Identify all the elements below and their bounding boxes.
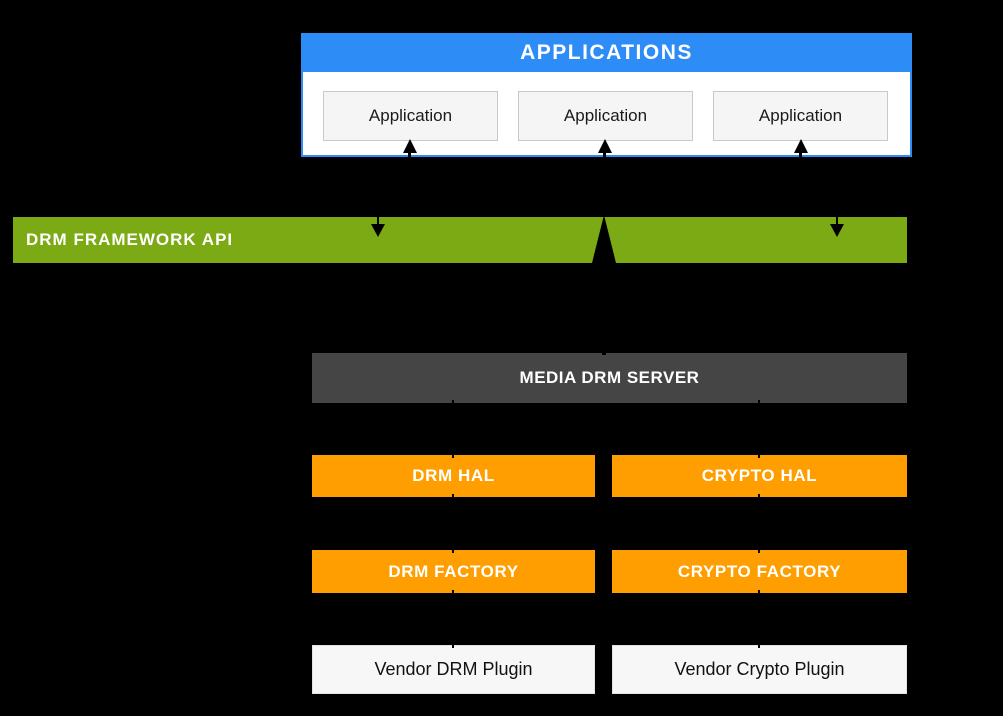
vendor-crypto-plugin-box: Vendor Crypto Plugin xyxy=(612,645,907,694)
applications-panel-header: APPLICATIONS xyxy=(301,33,912,72)
arrow-stem xyxy=(377,157,379,225)
arrow-stem xyxy=(602,262,606,355)
application-box-1: Application xyxy=(323,91,498,141)
arrow-stem xyxy=(408,151,411,217)
drm-hal-box: DRM HAL xyxy=(312,455,595,497)
connector-drm-hal-to-factory xyxy=(452,494,454,553)
connector-crypto-hal-to-factory xyxy=(758,494,760,553)
drm-factory-box: DRM FACTORY xyxy=(312,550,595,593)
connector-crypto-factory-to-plugin xyxy=(758,590,760,648)
media-drm-server-bar: MEDIA DRM SERVER xyxy=(312,353,907,403)
application-box-3: Application xyxy=(713,91,888,141)
connector-server-to-drm-hal xyxy=(452,400,454,458)
crypto-hal-box: CRYPTO HAL xyxy=(612,455,907,497)
arrowhead-down-icon xyxy=(830,224,844,237)
arrowhead-down-icon xyxy=(371,224,385,237)
arrow-stem xyxy=(799,151,802,217)
vendor-drm-plugin-box: Vendor DRM Plugin xyxy=(312,645,595,694)
arrowhead-up-icon xyxy=(598,139,612,153)
arrowhead-up-icon xyxy=(591,215,617,267)
crypto-factory-box: CRYPTO FACTORY xyxy=(612,550,907,593)
connector-server-to-crypto-hal xyxy=(758,400,760,458)
arrow-stem xyxy=(603,151,606,217)
arrowhead-up-icon xyxy=(403,139,417,153)
arrowhead-up-icon xyxy=(794,139,808,153)
drm-framework-api-bar: DRM FRAMEWORK API xyxy=(13,217,907,263)
application-box-2: Application xyxy=(518,91,693,141)
arrow-stem xyxy=(836,157,838,225)
connector-drm-factory-to-plugin xyxy=(452,590,454,648)
